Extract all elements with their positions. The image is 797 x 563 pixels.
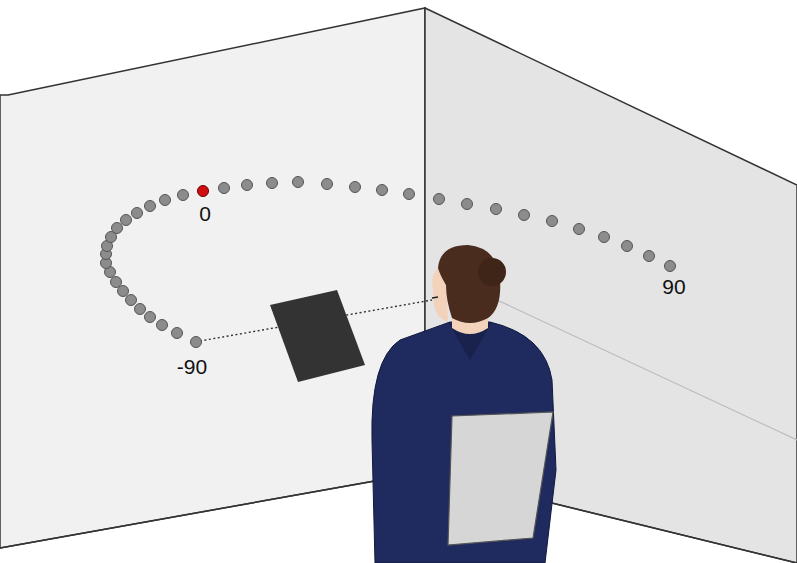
- gaze-line: [200, 300, 432, 341]
- target-dot: [145, 201, 156, 212]
- target-dot: [157, 320, 168, 331]
- right-wall: [425, 8, 797, 563]
- target-dot: [112, 223, 123, 234]
- target-dot: [404, 189, 415, 200]
- target-dot: [121, 215, 132, 226]
- target-dot: [574, 224, 585, 235]
- target-dot: [377, 185, 388, 196]
- target-dot: [242, 180, 253, 191]
- target-dot: [160, 195, 171, 206]
- target-dot: [293, 177, 304, 188]
- target-dot: [547, 216, 558, 227]
- target-dot: [434, 194, 445, 205]
- occluder-panel: [270, 290, 365, 382]
- target-dot: [644, 251, 655, 262]
- jacket: [372, 322, 556, 563]
- target-dot: [622, 241, 633, 252]
- target-dot: [135, 304, 146, 315]
- target-dot: [145, 312, 156, 323]
- target-dot: [350, 182, 361, 193]
- fixation-dot: [198, 186, 209, 197]
- target-dot: [219, 183, 230, 194]
- target-dot: [462, 199, 473, 210]
- target-dot: [599, 232, 610, 243]
- eye: [432, 297, 438, 298]
- target-dot: [665, 261, 676, 272]
- angle-label: 0: [199, 203, 211, 224]
- floor-edge: [0, 472, 425, 548]
- target-dot: [267, 178, 278, 189]
- angle-label: 90: [662, 276, 685, 297]
- target-dot: [126, 295, 137, 306]
- target-dot: [491, 204, 502, 215]
- dot-arc: [101, 177, 676, 348]
- target-dot: [132, 208, 143, 219]
- target-dot: [322, 179, 333, 190]
- left-wall: [0, 8, 425, 548]
- chair-back: [448, 412, 553, 545]
- target-dot: [178, 190, 189, 201]
- target-dot: [191, 337, 202, 348]
- target-dot: [118, 286, 129, 297]
- target-dot: [172, 328, 183, 339]
- target-dot: [519, 210, 530, 221]
- angle-label: -90: [177, 356, 207, 377]
- target-dot: [111, 277, 122, 288]
- hair-bun: [478, 258, 506, 286]
